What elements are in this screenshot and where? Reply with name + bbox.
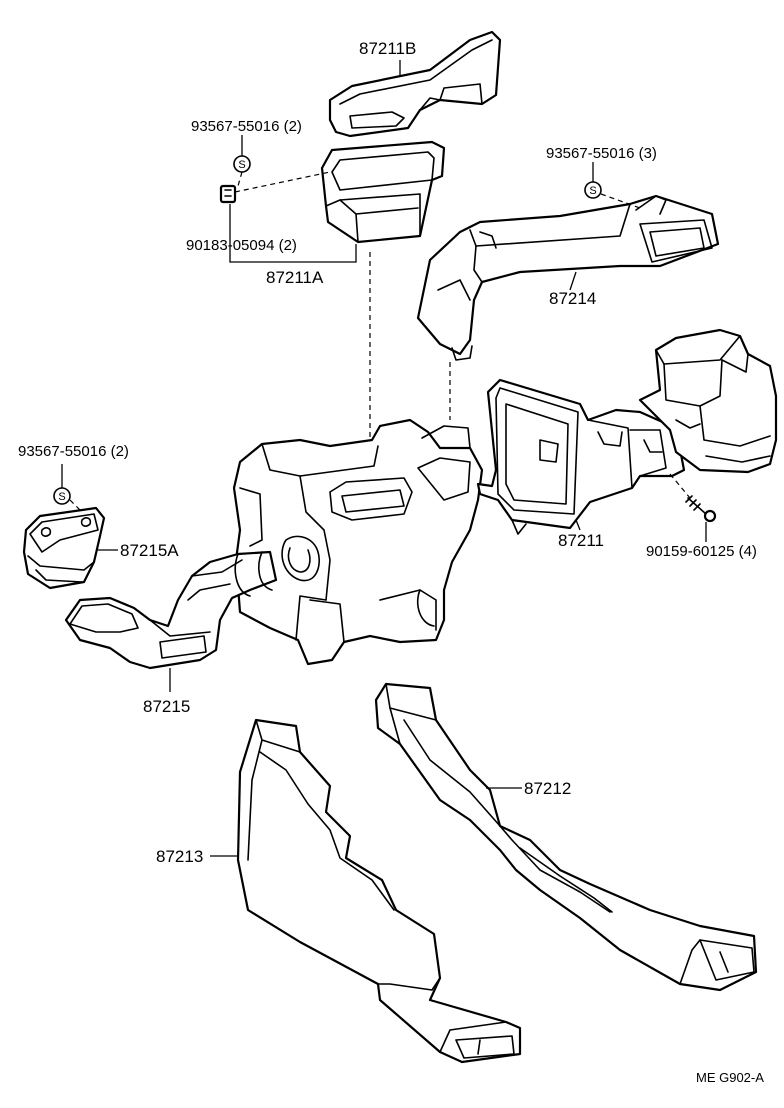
svg-text:S: S (58, 491, 65, 503)
part-87211A-adapter (320, 140, 446, 244)
svg-text:S: S (589, 185, 596, 197)
label-bolt: 90159-60125 (4) (646, 543, 757, 560)
label-screw-right: 93567-55016 (3) (546, 145, 657, 162)
blower-housing (638, 328, 778, 474)
label-87211B: 87211B (359, 39, 416, 58)
label-clip: 90183-05094 (2) (186, 237, 297, 254)
screw-symbol-left: S (53, 487, 71, 505)
heater-unit-assembly (232, 418, 484, 666)
label-87213: 87213 (156, 847, 203, 866)
label-87215A: 87215A (120, 541, 179, 560)
label-screw-left: 93567-55016 (2) (18, 443, 129, 460)
label-screw-top: 93567-55016 (2) (191, 118, 302, 135)
screw-symbol-top: S (233, 155, 251, 173)
part-87211-outlet (476, 378, 686, 535)
part-87213-duct (236, 718, 522, 1064)
bolt-fastener (685, 495, 717, 523)
part-87215A-vent (22, 506, 106, 590)
part-87214-duct (416, 194, 720, 361)
part-87212-duct (374, 682, 758, 992)
label-87211A: 87211A (266, 268, 324, 287)
diagram-reference-code: ME G902-A (696, 1070, 764, 1085)
screw-symbol-right: S (584, 181, 602, 199)
label-87215: 87215 (143, 697, 190, 716)
label-87212: 87212 (524, 779, 571, 798)
label-87211: 87211 (558, 531, 604, 550)
part-87211B-duct (328, 30, 502, 138)
label-87214: 87214 (549, 289, 596, 308)
svg-text:S: S (238, 159, 245, 171)
clip-fastener (219, 184, 237, 204)
part-87215-duct (64, 550, 278, 670)
